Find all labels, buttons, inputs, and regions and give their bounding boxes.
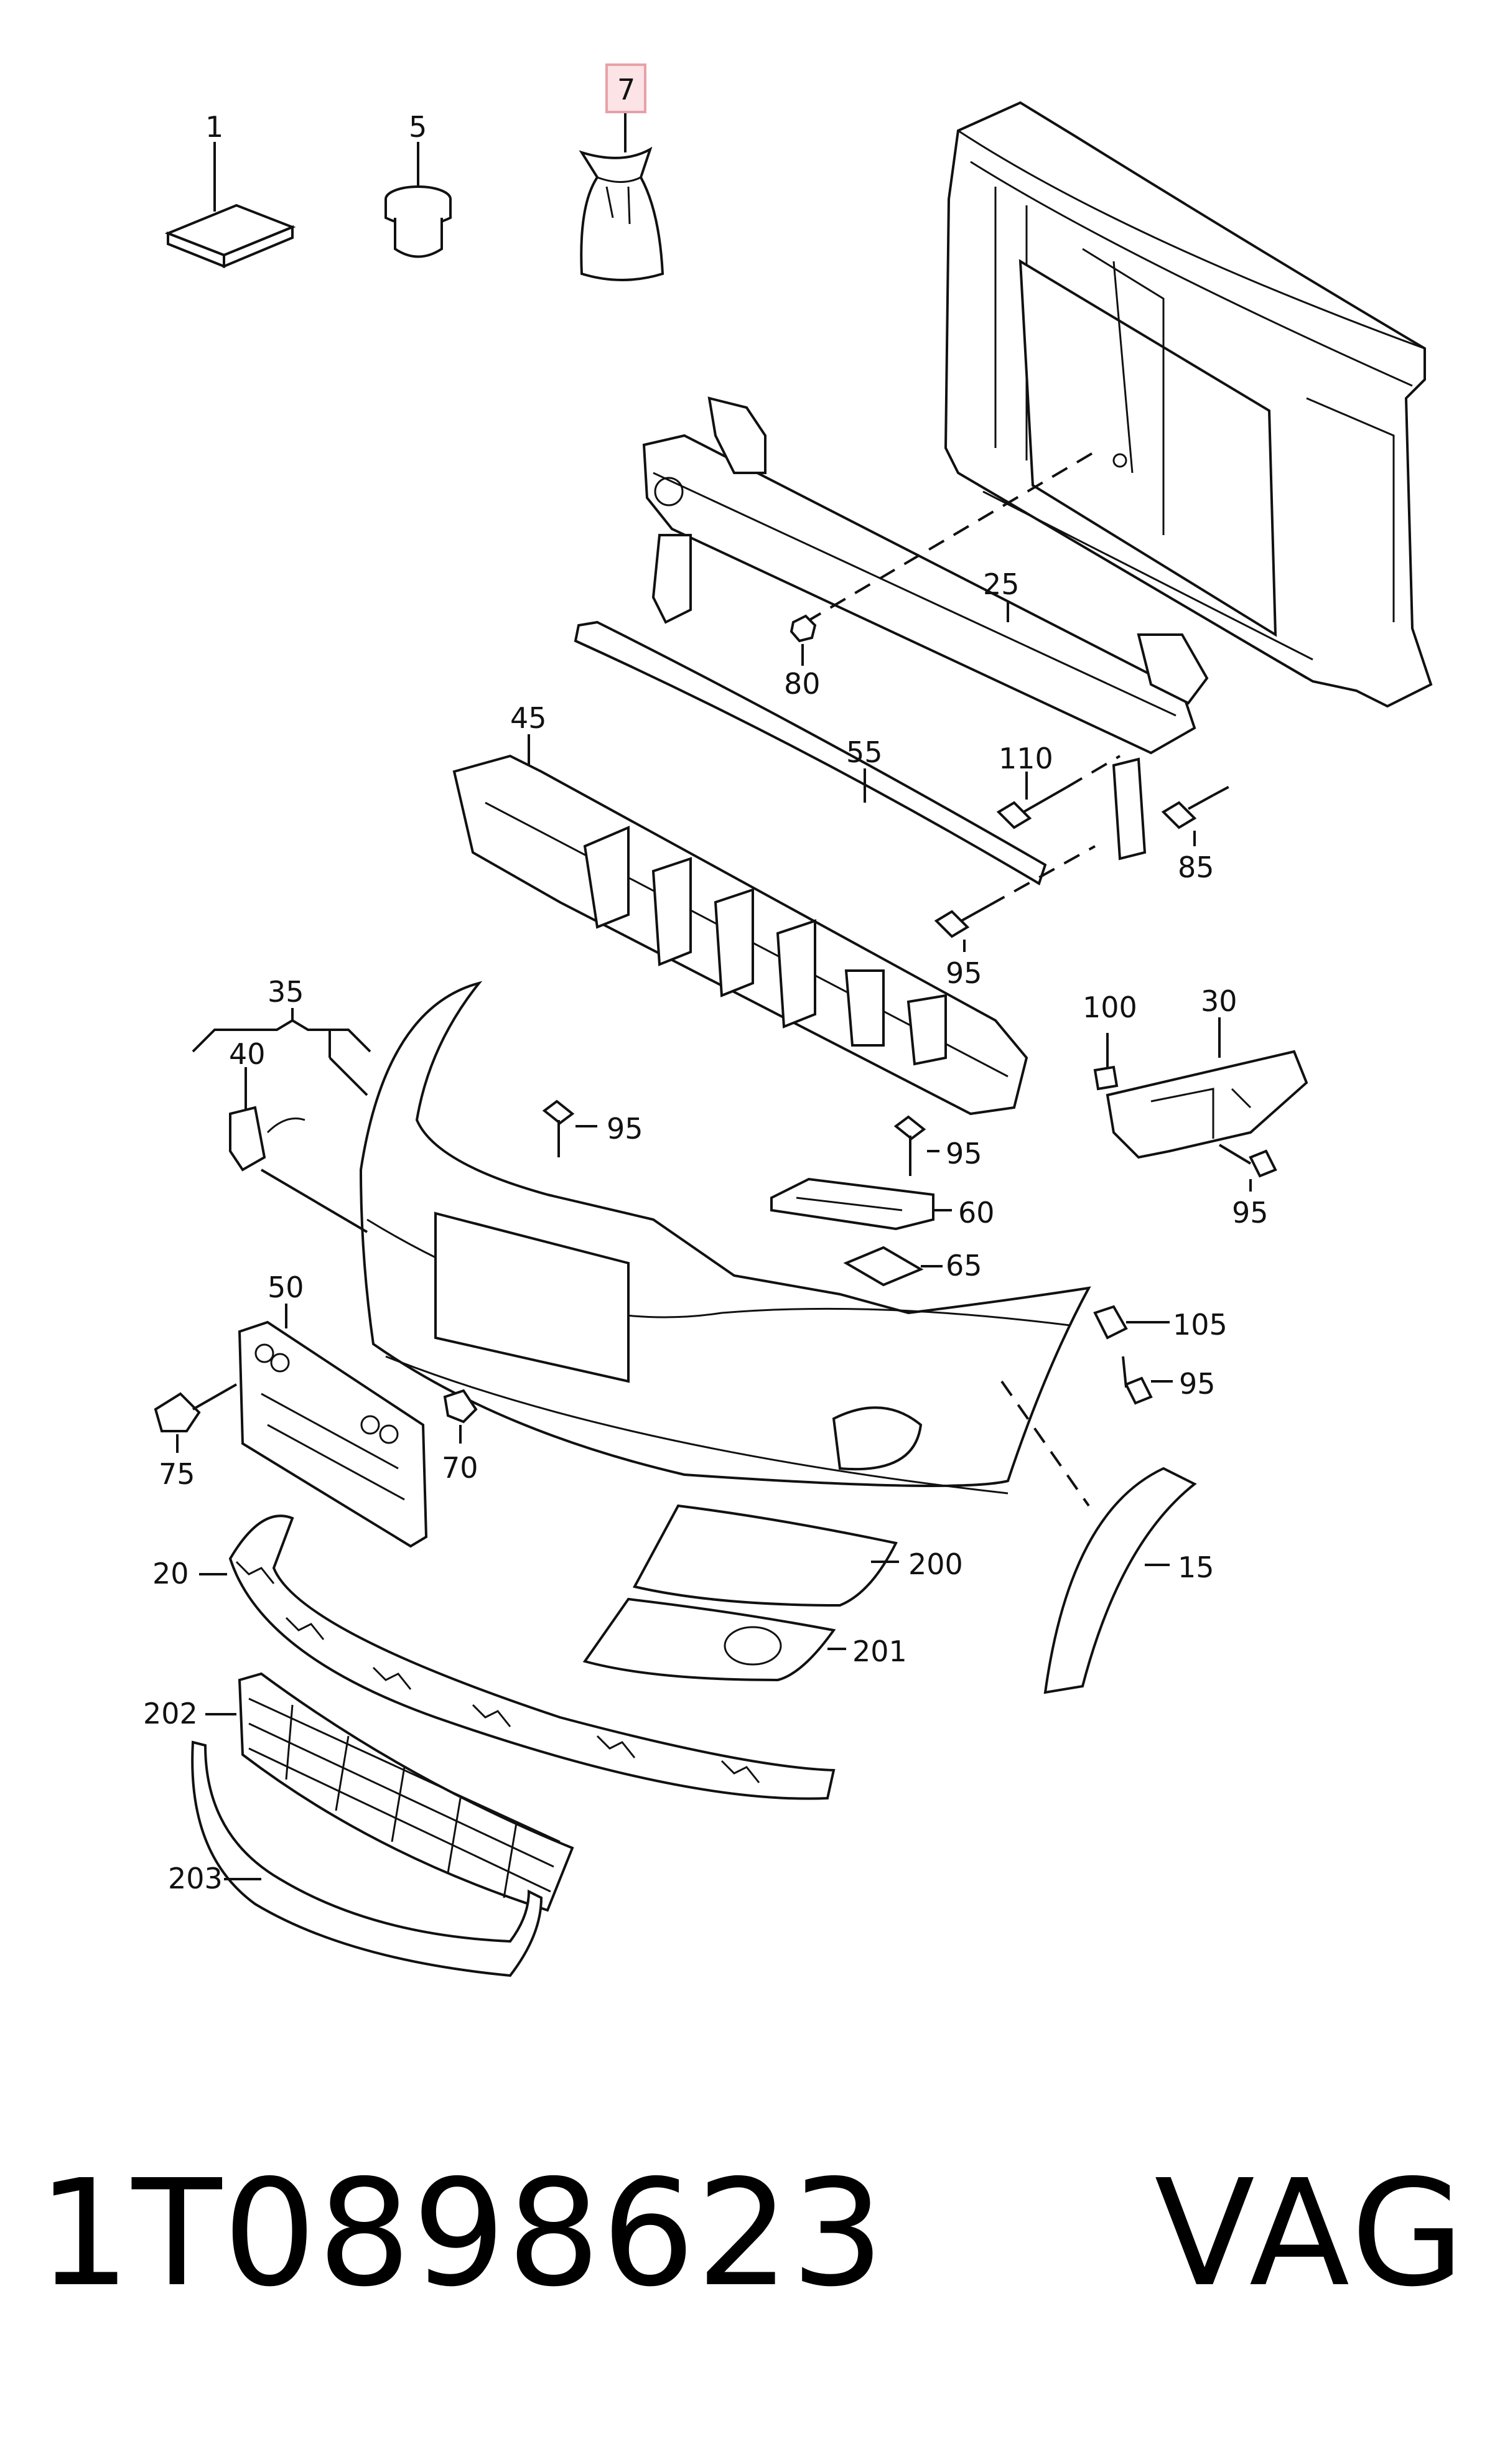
callout-65[interactable]: 65: [946, 1249, 982, 1282]
callout-35[interactable]: 35: [268, 975, 304, 1009]
callout-202[interactable]: 202: [143, 1697, 198, 1730]
callout-45[interactable]: 45: [510, 701, 547, 735]
callout-100[interactable]: 100: [1083, 991, 1137, 1024]
callout-40[interactable]: 40: [229, 1037, 266, 1071]
callout-70[interactable]: 70: [442, 1451, 478, 1485]
part-20-spoiler[interactable]: [228, 1514, 836, 1800]
callout-95-c[interactable]: 95: [1232, 1196, 1269, 1230]
part-7-bag[interactable]: [579, 146, 664, 281]
part-5-plug[interactable]: [384, 185, 452, 258]
part-30-bracket[interactable]: [1106, 1050, 1308, 1159]
callout-15[interactable]: 15: [1178, 1551, 1214, 1584]
part-202-lower-grille[interactable]: [238, 1672, 574, 1912]
part-35-bumper-cover[interactable]: [359, 981, 1091, 1495]
part-number: 1T0898623: [37, 2148, 886, 2319]
callout-95-a[interactable]: 95: [946, 956, 982, 990]
part-55-strip[interactable]: [574, 620, 1047, 885]
callout-55[interactable]: 55: [846, 735, 883, 769]
part-201-fog-grille[interactable]: [582, 1597, 836, 1682]
callout-95-b[interactable]: 95: [607, 1112, 643, 1146]
callout-7-highlight: [605, 63, 646, 113]
callout-25[interactable]: 25: [983, 567, 1020, 601]
callout-60[interactable]: 60: [958, 1196, 995, 1230]
part-60-bracket[interactable]: [770, 1177, 934, 1231]
callout-203[interactable]: 203: [168, 1862, 223, 1895]
part-65-pad[interactable]: [843, 1246, 924, 1287]
brand-label: VAG: [1154, 2148, 1468, 2319]
footer: 1T0898623 VAG: [37, 2140, 1468, 2327]
part-110-bolt[interactable]: [996, 786, 1068, 829]
callout-85[interactable]: 85: [1178, 851, 1214, 884]
callout-110[interactable]: 110: [999, 742, 1053, 775]
part-95-bolt-center[interactable]: [542, 1099, 575, 1157]
part-95-bolt-upper[interactable]: [934, 904, 990, 938]
part-85-bolt[interactable]: [1161, 794, 1214, 829]
callout-80[interactable]: 80: [784, 667, 821, 701]
part-80-nut[interactable]: [790, 614, 817, 643]
part-200-grille[interactable]: [632, 1504, 898, 1607]
part-100-clip[interactable]: [1093, 1065, 1119, 1091]
callout-201[interactable]: 201: [852, 1635, 907, 1668]
part-203-trim[interactable]: [191, 1740, 543, 1977]
part-50-plate-holder[interactable]: [238, 1320, 428, 1548]
part-25-reinforcement[interactable]: [642, 396, 1209, 861]
part-75-clip[interactable]: [154, 1383, 237, 1432]
part-45-absorber[interactable]: [452, 754, 1028, 1116]
part-40-cap[interactable]: [229, 1106, 305, 1172]
callout-7[interactable]: 7: [617, 73, 635, 106]
callout-1[interactable]: 1: [205, 110, 223, 144]
callout-200[interactable]: 200: [908, 1547, 963, 1581]
part-radiator-support[interactable]: [944, 101, 1433, 708]
part-95-bolt-mid[interactable]: [893, 1115, 926, 1176]
part-105-clip[interactable]: [1093, 1305, 1128, 1340]
part-70-clip[interactable]: [443, 1389, 478, 1424]
part-1-pad[interactable]: [164, 203, 296, 269]
callout-95-d[interactable]: 95: [946, 1137, 982, 1170]
part-95-bolt-right[interactable]: [1218, 1144, 1277, 1178]
callout-5[interactable]: 5: [409, 110, 427, 144]
part-95-bolt-lower[interactable]: [1122, 1356, 1153, 1405]
callout-20[interactable]: 20: [152, 1557, 189, 1590]
callout-95-e[interactable]: 95: [1179, 1367, 1216, 1401]
callout-105[interactable]: 105: [1173, 1308, 1228, 1342]
callout-30[interactable]: 30: [1201, 984, 1237, 1018]
callout-50[interactable]: 50: [268, 1271, 304, 1304]
callout-75[interactable]: 75: [159, 1457, 195, 1491]
part-15-trim[interactable]: [1043, 1467, 1197, 1694]
